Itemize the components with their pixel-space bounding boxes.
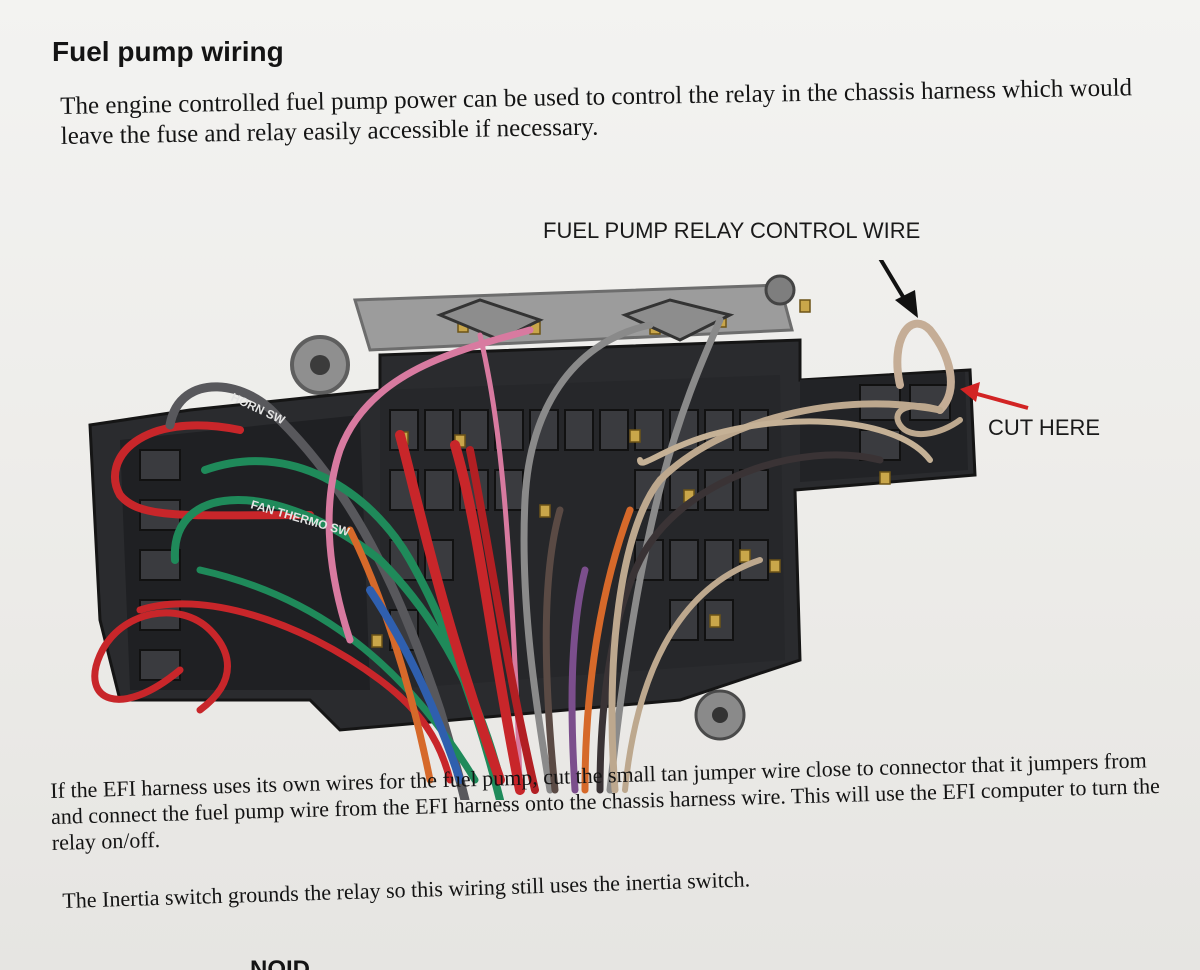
tan-wire-3	[622, 557, 763, 793]
inertia-note: The Inertia switch grounds the relay so …	[62, 866, 751, 913]
tan-wire-2	[637, 418, 933, 466]
red-bundle-2	[450, 440, 525, 795]
red-wire-loop-left	[111, 421, 314, 520]
blue-wire	[366, 586, 464, 784]
tan-relay-control-wire	[893, 319, 955, 414]
page-heading: Fuel pump wiring	[52, 36, 284, 67]
fuse-box-photo: HORN SW FAN THERMO SW	[88, 260, 1029, 800]
pink-wire	[325, 326, 534, 644]
intro-paragraph: The engine controlled fuel pump power ca…	[60, 74, 1133, 150]
cut-here-label: CUT HERE	[988, 415, 1101, 440]
control-wire-label: FUEL PUMP RELAY CONTROL WIRE	[543, 218, 921, 243]
mount-screw-top	[764, 274, 796, 306]
red-bundle-1	[395, 430, 505, 785]
red-arrow-icon	[960, 382, 1029, 410]
red-wire-2	[136, 600, 454, 784]
connector-top-right	[620, 298, 735, 342]
gray-wire-1	[520, 321, 654, 794]
black-arrow-icon	[878, 260, 918, 318]
connector-top-left	[435, 298, 544, 342]
red-bundle-3	[466, 446, 539, 794]
tan-wire-1	[608, 400, 944, 794]
cutoff-heading: NOID	[250, 956, 310, 970]
dark-wire	[596, 451, 884, 794]
orange-wire-2	[581, 506, 634, 794]
brown-wire	[542, 506, 564, 794]
orange-wire-1	[346, 526, 434, 784]
tan-jumper-wire	[894, 403, 963, 438]
purple-wire	[568, 566, 589, 794]
red-wire-bottom-left	[91, 609, 231, 714]
